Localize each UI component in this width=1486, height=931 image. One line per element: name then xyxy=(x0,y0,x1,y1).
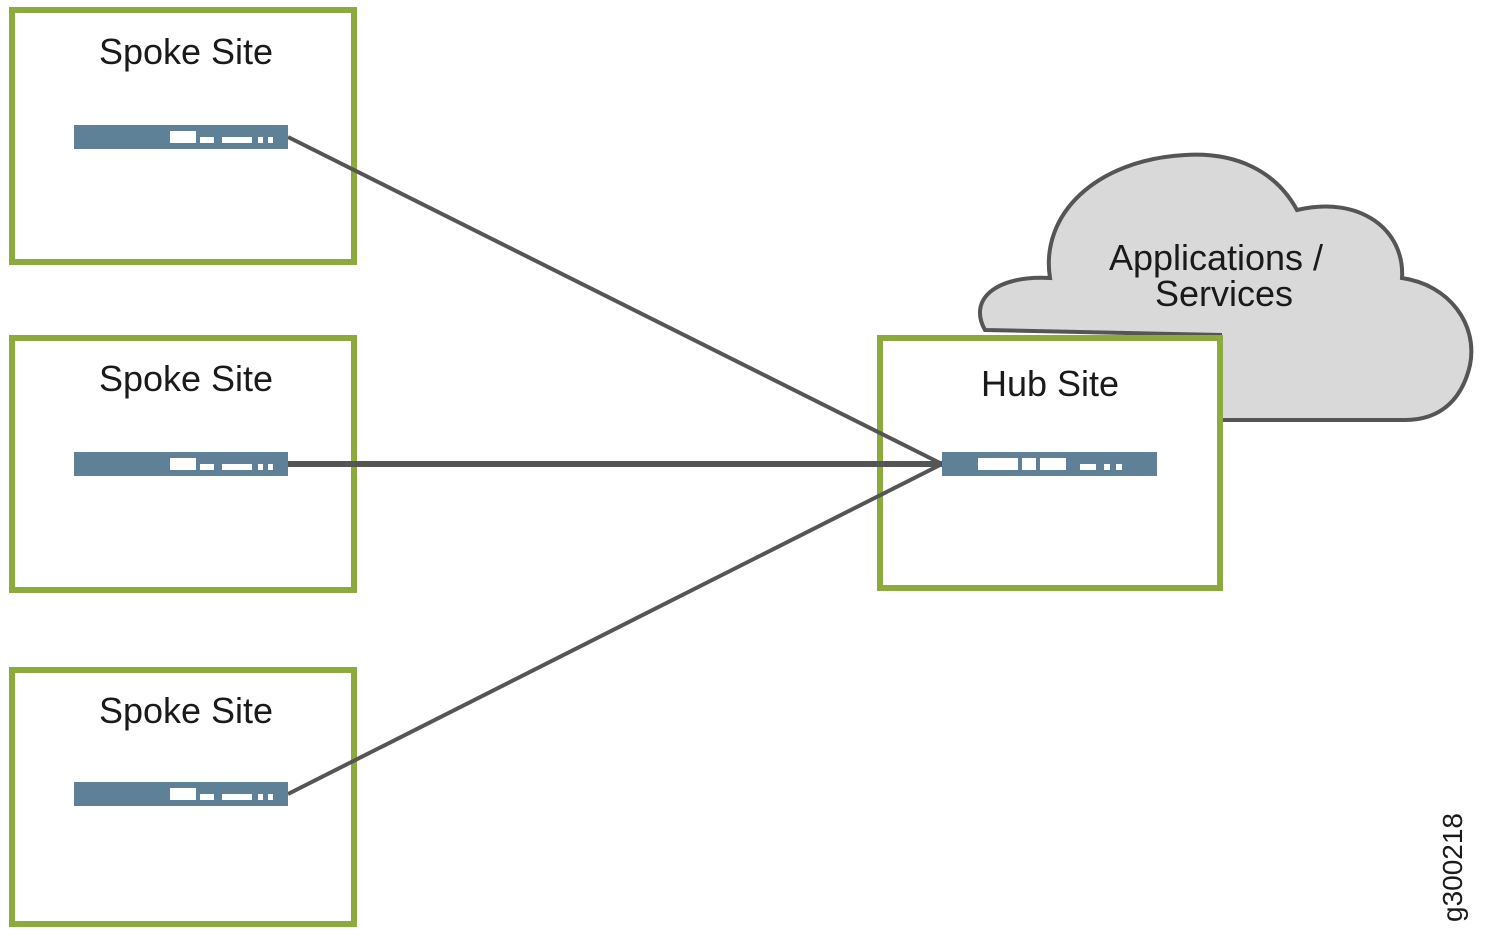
device-port xyxy=(978,458,1018,470)
spoke-site-label: Spoke Site xyxy=(99,358,273,399)
device-port xyxy=(268,794,273,800)
links xyxy=(287,135,943,796)
device-port xyxy=(268,137,273,143)
device-port xyxy=(222,794,252,800)
device-port xyxy=(222,137,252,143)
device-port xyxy=(1080,464,1096,470)
device-port xyxy=(258,794,263,800)
spoke-site-label: Spoke Site xyxy=(99,31,273,72)
spoke-device-2 xyxy=(74,452,288,476)
device-port xyxy=(200,464,214,470)
cloud-label-line2: Services xyxy=(1155,273,1293,314)
device-port xyxy=(170,788,196,800)
spoke-device-3 xyxy=(74,782,288,806)
device-port xyxy=(1104,464,1110,470)
spoke-site-3: Spoke Site xyxy=(9,667,357,927)
spoke-device-1 xyxy=(74,125,288,149)
device-port xyxy=(200,794,214,800)
device-port xyxy=(200,137,214,143)
spoke-site-label: Spoke Site xyxy=(99,690,273,731)
figure-id-label: g300218 xyxy=(1437,813,1468,922)
device-port xyxy=(258,137,263,143)
device-port xyxy=(1116,464,1122,470)
device-port xyxy=(268,464,273,470)
device-port xyxy=(1022,458,1036,470)
hub-site-label: Hub Site xyxy=(981,363,1119,404)
cloud-label-line1: Applications / xyxy=(1109,237,1323,278)
device-port xyxy=(170,458,196,470)
cloud-outline xyxy=(978,152,1474,422)
hub-device xyxy=(942,452,1157,476)
spoke-site-box xyxy=(9,667,357,927)
device-port xyxy=(170,131,196,143)
link-spoke1-hub xyxy=(287,135,943,466)
link-spoke3-hub xyxy=(287,462,943,796)
device-port xyxy=(222,464,252,470)
device-port xyxy=(258,464,263,470)
device-port xyxy=(1040,458,1066,470)
spoke-site-1: Spoke Site xyxy=(9,7,357,265)
cloud-shape: Applications / Services xyxy=(978,152,1474,422)
